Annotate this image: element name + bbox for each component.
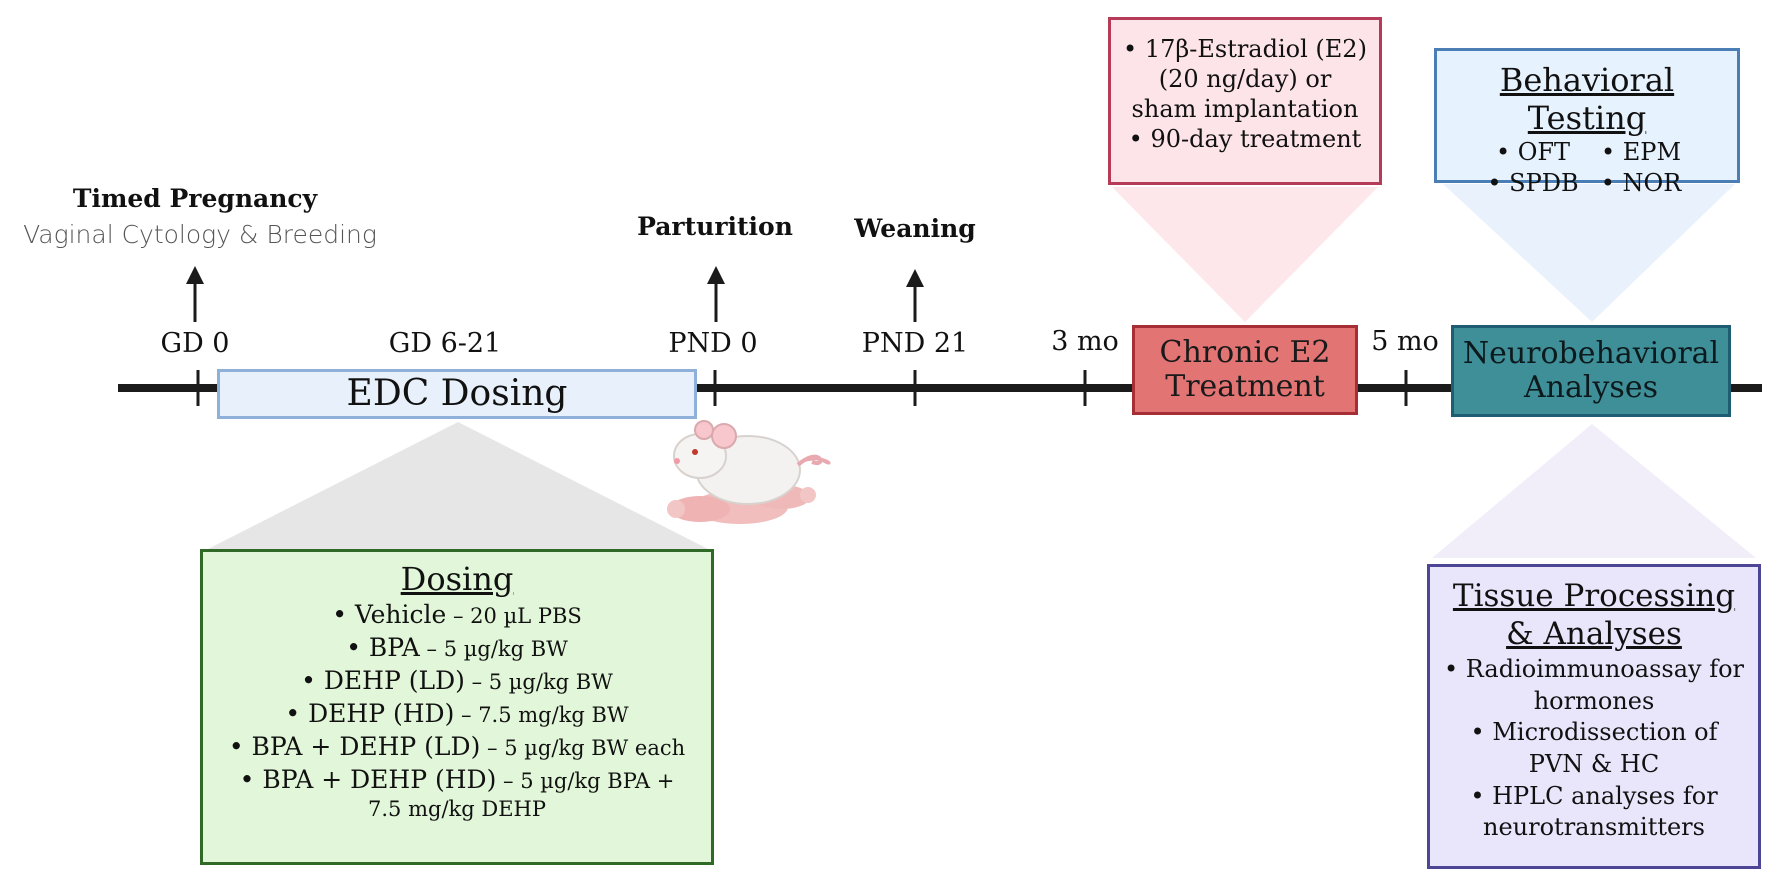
dosing-item-name: • BPA xyxy=(346,633,420,662)
tissue-line: PVN & HC xyxy=(1528,749,1660,778)
tissue-line: hormones xyxy=(1533,686,1655,715)
tissue-list: • Radioimmunoassay for hormones • Microd… xyxy=(1430,654,1758,844)
tick-label-gd0: GD 0 xyxy=(160,328,230,359)
dosing-item-name: • DEHP (LD) xyxy=(301,666,465,695)
dosing-item: • DEHP (LD) – 5 µg/kg BW xyxy=(203,664,711,697)
chronic-e2-label-line1: Chronic E2 xyxy=(1159,334,1331,370)
tissue-processing-panel: Tissue Processing & Analyses • Radioimmu… xyxy=(1427,564,1761,869)
estradiol-line: sham implantation xyxy=(1131,95,1359,123)
dosing-item-name: • DEHP (HD) xyxy=(285,699,455,728)
dosing-item: • Vehicle – 20 µL PBS xyxy=(203,598,711,631)
edc-dosing-phase: EDC Dosing xyxy=(217,369,697,419)
estradiol-line: • 90-day treatment xyxy=(1128,125,1362,153)
tissue-line: neurotransmitters xyxy=(1483,813,1705,842)
event-timed-pregnancy: Timed Pregnancy xyxy=(72,184,318,213)
dosing-item-continuation: 7.5 mg/kg DEHP xyxy=(368,797,546,821)
neurobehavioral-label-line1: Neurobehavioral xyxy=(1462,335,1720,371)
event-parturition: Parturition xyxy=(637,212,793,241)
dosing-item-dose: – 7.5 mg/kg BW xyxy=(454,703,629,727)
chronic-e2-label-line2: Treatment xyxy=(1165,369,1325,404)
dosing-item: • BPA + DEHP (LD) – 5 µg/kg BW each xyxy=(203,730,711,763)
dosing-heading: Dosing xyxy=(400,560,514,598)
event-arrows xyxy=(186,266,924,322)
neurobehavioral-label-line2: Analyses xyxy=(1524,370,1658,405)
behavioral-tests-list: • OFT • EPM • SPDB • NOR xyxy=(1437,137,1737,198)
timeline-ticks xyxy=(196,370,1408,406)
tick-label-pnd0: PND 0 xyxy=(668,328,758,359)
tissue-connector xyxy=(1432,424,1756,558)
dosing-item: • DEHP (HD) – 7.5 mg/kg BW xyxy=(203,697,711,730)
behavioral-test-item: • SPDB xyxy=(1487,168,1579,197)
dosing-item-name: • Vehicle xyxy=(332,600,447,629)
behavioral-testing-heading: Behavioral Testing xyxy=(1499,61,1675,137)
dosing-item-dose: – 20 µL PBS xyxy=(446,604,582,628)
behavioral-testing-panel: Behavioral Testing • OFT • EPM • SPDB • … xyxy=(1434,48,1740,197)
dosing-item-dose: – 5 µg/kg BW xyxy=(464,670,613,694)
tick-label-pnd21: PND 21 xyxy=(861,328,969,359)
dosing-item: • BPA + DEHP (HD) – 5 µg/kg BPA + xyxy=(203,763,711,796)
behavioral-test-item: • OFT xyxy=(1495,138,1571,166)
dosing-list: • Vehicle – 20 µL PBS • BPA – 5 µg/kg BW… xyxy=(203,598,711,824)
tissue-heading-line2: & Analyses xyxy=(1506,616,1682,653)
behavioral-test-item: • NOR xyxy=(1600,168,1682,197)
estradiol-treatment-panel: • 17β-Estradiol (E2) (20 ng/day) or sham… xyxy=(1108,17,1382,185)
tissue-line: • HPLC analyses for xyxy=(1470,781,1718,810)
tick-label-3mo: 3 mo xyxy=(1051,326,1119,357)
estradiol-line: (20 ng/day) or xyxy=(1158,65,1332,93)
event-pregnancy-detail: Vaginal Cytology & Breeding xyxy=(23,220,377,249)
arrow-pregnancy-head xyxy=(186,266,204,284)
estradiol-line: • 17β-Estradiol (E2) xyxy=(1123,35,1367,63)
mouse-with-pups-icon xyxy=(667,420,831,524)
dosing-item-dose: – 5 µg/kg BW each xyxy=(480,736,686,760)
event-weaning: Weaning xyxy=(854,214,976,243)
tick-label-gd6-21: GD 6-21 xyxy=(388,328,502,359)
dosing-item-dose: – 5 µg/kg BW xyxy=(419,637,568,661)
chronic-e2-phase: Chronic E2 Treatment xyxy=(1132,325,1358,415)
behavioral-test-item: • EPM xyxy=(1600,138,1682,166)
dosing-item-name: • BPA + DEHP (HD) xyxy=(239,765,497,794)
edc-dosing-label: EDC Dosing xyxy=(346,373,568,415)
tick-label-5mo: 5 mo xyxy=(1371,326,1439,357)
dosing-item-dose: – 5 µg/kg BPA + xyxy=(496,769,675,793)
dosing-connector xyxy=(204,422,712,551)
behavioral-connector xyxy=(1443,184,1735,322)
tissue-line: • Microdissection of xyxy=(1470,718,1718,747)
tissue-line: • Radioimmunoassay for xyxy=(1444,654,1744,683)
estradiol-connector xyxy=(1112,187,1378,322)
dosing-item: • BPA – 5 µg/kg BW xyxy=(203,631,711,664)
dosing-item-name: • BPA + DEHP (LD) xyxy=(228,732,481,761)
arrow-parturition-head xyxy=(707,266,725,284)
dosing-panel: Dosing • Vehicle – 20 µL PBS • BPA – 5 µ… xyxy=(200,549,714,865)
arrow-weaning-head xyxy=(906,269,924,287)
neurobehavioral-phase: Neurobehavioral Analyses xyxy=(1451,325,1731,417)
tissue-heading-line1: Tissue Processing xyxy=(1452,578,1736,614)
